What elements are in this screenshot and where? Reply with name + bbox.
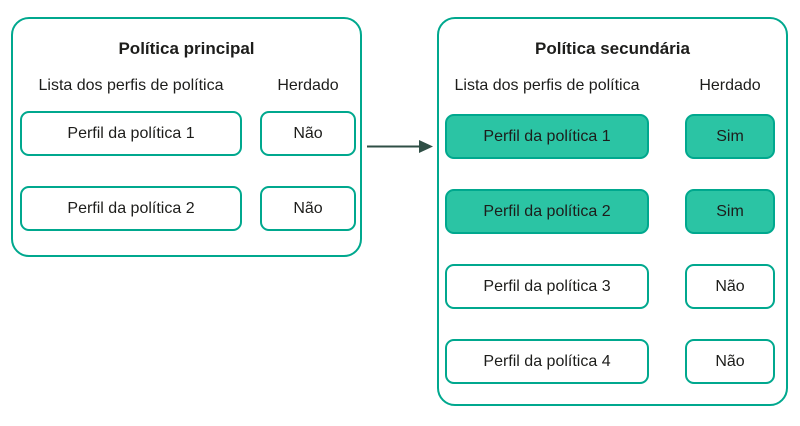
inherited-value-box: Não	[260, 111, 356, 156]
column-header-profiles: Lista dos perfis de política	[38, 77, 224, 94]
panel-main-policy: Política principal Lista dos perfis de p…	[11, 17, 362, 257]
policy-profile-box: Perfil da política 2	[20, 186, 242, 231]
column-header-inherited: Herdado	[699, 77, 761, 94]
panel-title: Política principal	[118, 39, 255, 58]
inherited-value-box: Sim	[685, 189, 775, 234]
panel-secondary-policy: Política secundária Lista dos perfis de …	[437, 17, 788, 406]
inherited-value-box: Não	[260, 186, 356, 231]
policy-profile-box: Perfil da política 1	[20, 111, 242, 156]
inherited-value-box: Não	[685, 339, 775, 384]
column-header-inherited: Herdado	[277, 77, 339, 94]
policy-profile-box: Perfil da política 3	[445, 264, 649, 309]
policy-profile-box: Perfil da política 2	[445, 189, 649, 234]
policy-profile-box: Perfil da política 1	[445, 114, 649, 159]
inherited-value-box: Sim	[685, 114, 775, 159]
panel-title: Política secundária	[535, 39, 690, 58]
policy-profile-box: Perfil da política 4	[445, 339, 649, 384]
inheritance-arrow-icon	[366, 137, 434, 156]
inherited-value-box: Não	[685, 264, 775, 309]
column-header-profiles: Lista dos perfis de política	[454, 77, 640, 94]
